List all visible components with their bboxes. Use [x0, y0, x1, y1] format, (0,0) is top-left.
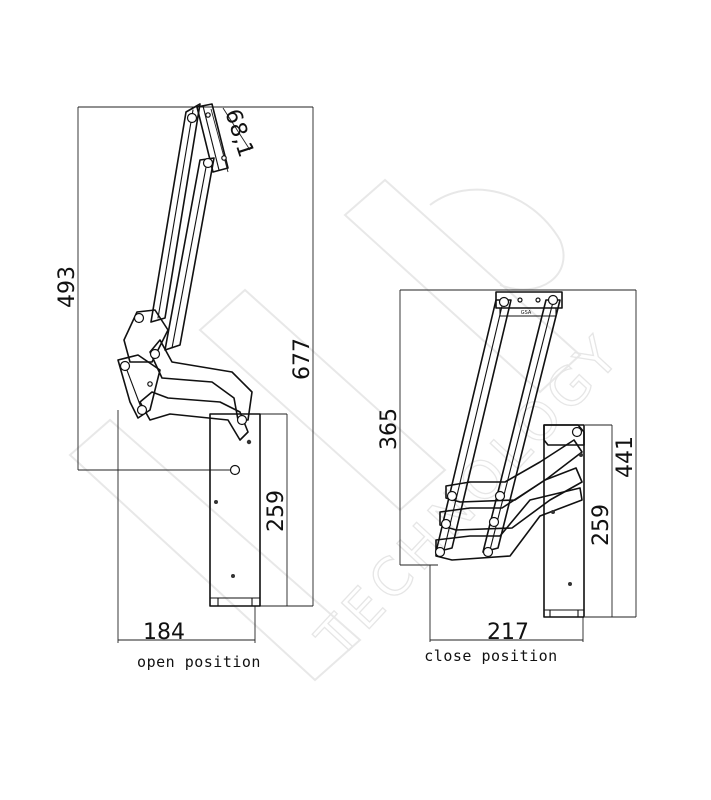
close-dimension-lines — [399, 289, 637, 642]
open-lower-links — [124, 339, 253, 441]
open-dimension-lines — [77, 106, 314, 643]
open-dim-total-height: 677 — [290, 338, 315, 380]
close-position-caption: close position — [424, 647, 557, 665]
close-dim-width: 217 — [487, 620, 529, 645]
open-top-plate — [196, 103, 229, 173]
open-base-bracket — [209, 413, 261, 607]
open-position-caption: open position — [137, 653, 261, 671]
close-lower-links — [435, 439, 583, 561]
open-pivot-pins — [119, 112, 252, 578]
open-dim-lift-height: 493 — [55, 266, 80, 308]
close-pivot-pins — [434, 294, 583, 586]
open-dim-base-height: 259 — [264, 490, 289, 532]
close-dim-bracket-height: 441 — [613, 436, 638, 478]
open-dim-top-plate: 68,1 — [219, 106, 258, 160]
close-plate-marking: GSA — [521, 310, 532, 316]
close-dim-height: 365 — [377, 408, 402, 450]
open-elbow-plates — [117, 309, 169, 419]
open-upper-arms — [150, 103, 215, 351]
open-dim-width: 184 — [143, 620, 185, 645]
close-position-drawing: GSA — [377, 289, 638, 665]
open-position-drawing: 68,1 493 677 259 184 open position — [55, 103, 315, 671]
close-dim-base-height: 259 — [589, 504, 614, 546]
watermark: TECHNOLOGY — [68, 178, 635, 682]
close-base-bracket — [543, 424, 585, 618]
